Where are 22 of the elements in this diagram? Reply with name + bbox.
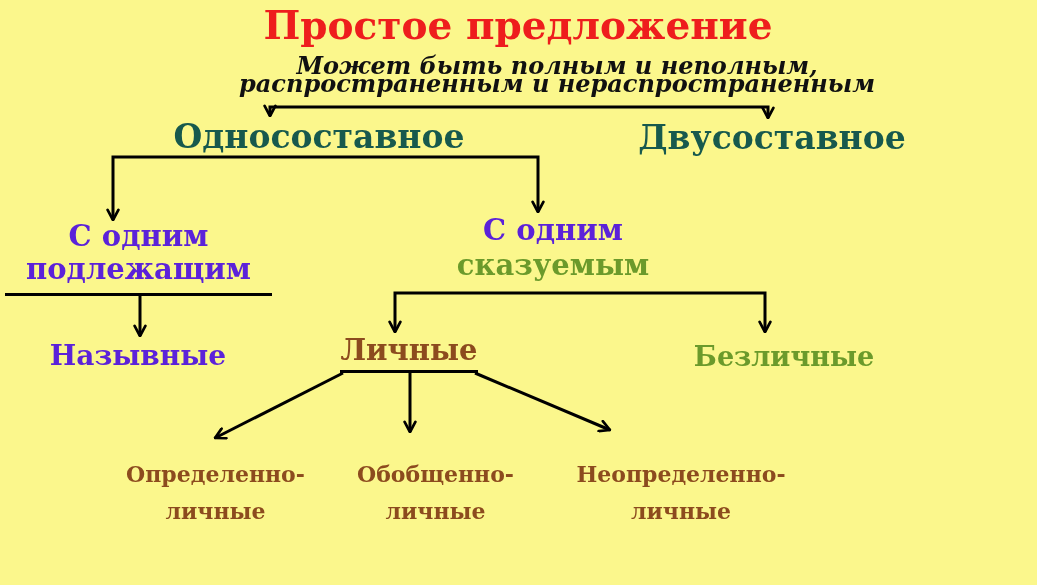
category-label: Назывные [49,338,227,374]
arrow [519,105,775,120]
title-text: Простое предложение [263,1,773,50]
arrow [325,155,545,214]
arrow [106,155,325,222]
category-label: С одним [483,212,623,248]
arrow [403,373,417,434]
category-label: Личные [340,332,478,373]
arrow [474,371,612,433]
category-label: Обобщенно-личные [356,460,515,526]
category-label: Неопределенно-личные [575,460,787,526]
category-label: Определенно-личные [125,460,306,526]
arrow [263,104,519,118]
category-label: сказуемым [456,248,650,282]
category-label: С одним подлежащим [5,220,272,296]
arrow [553,291,772,334]
arrow [388,291,553,334]
arrow [213,371,344,440]
category-label: Односоставное [173,116,465,157]
category-label: Безличные [693,340,875,374]
arrow [133,294,147,338]
category-label: Двусоставное [638,118,906,158]
